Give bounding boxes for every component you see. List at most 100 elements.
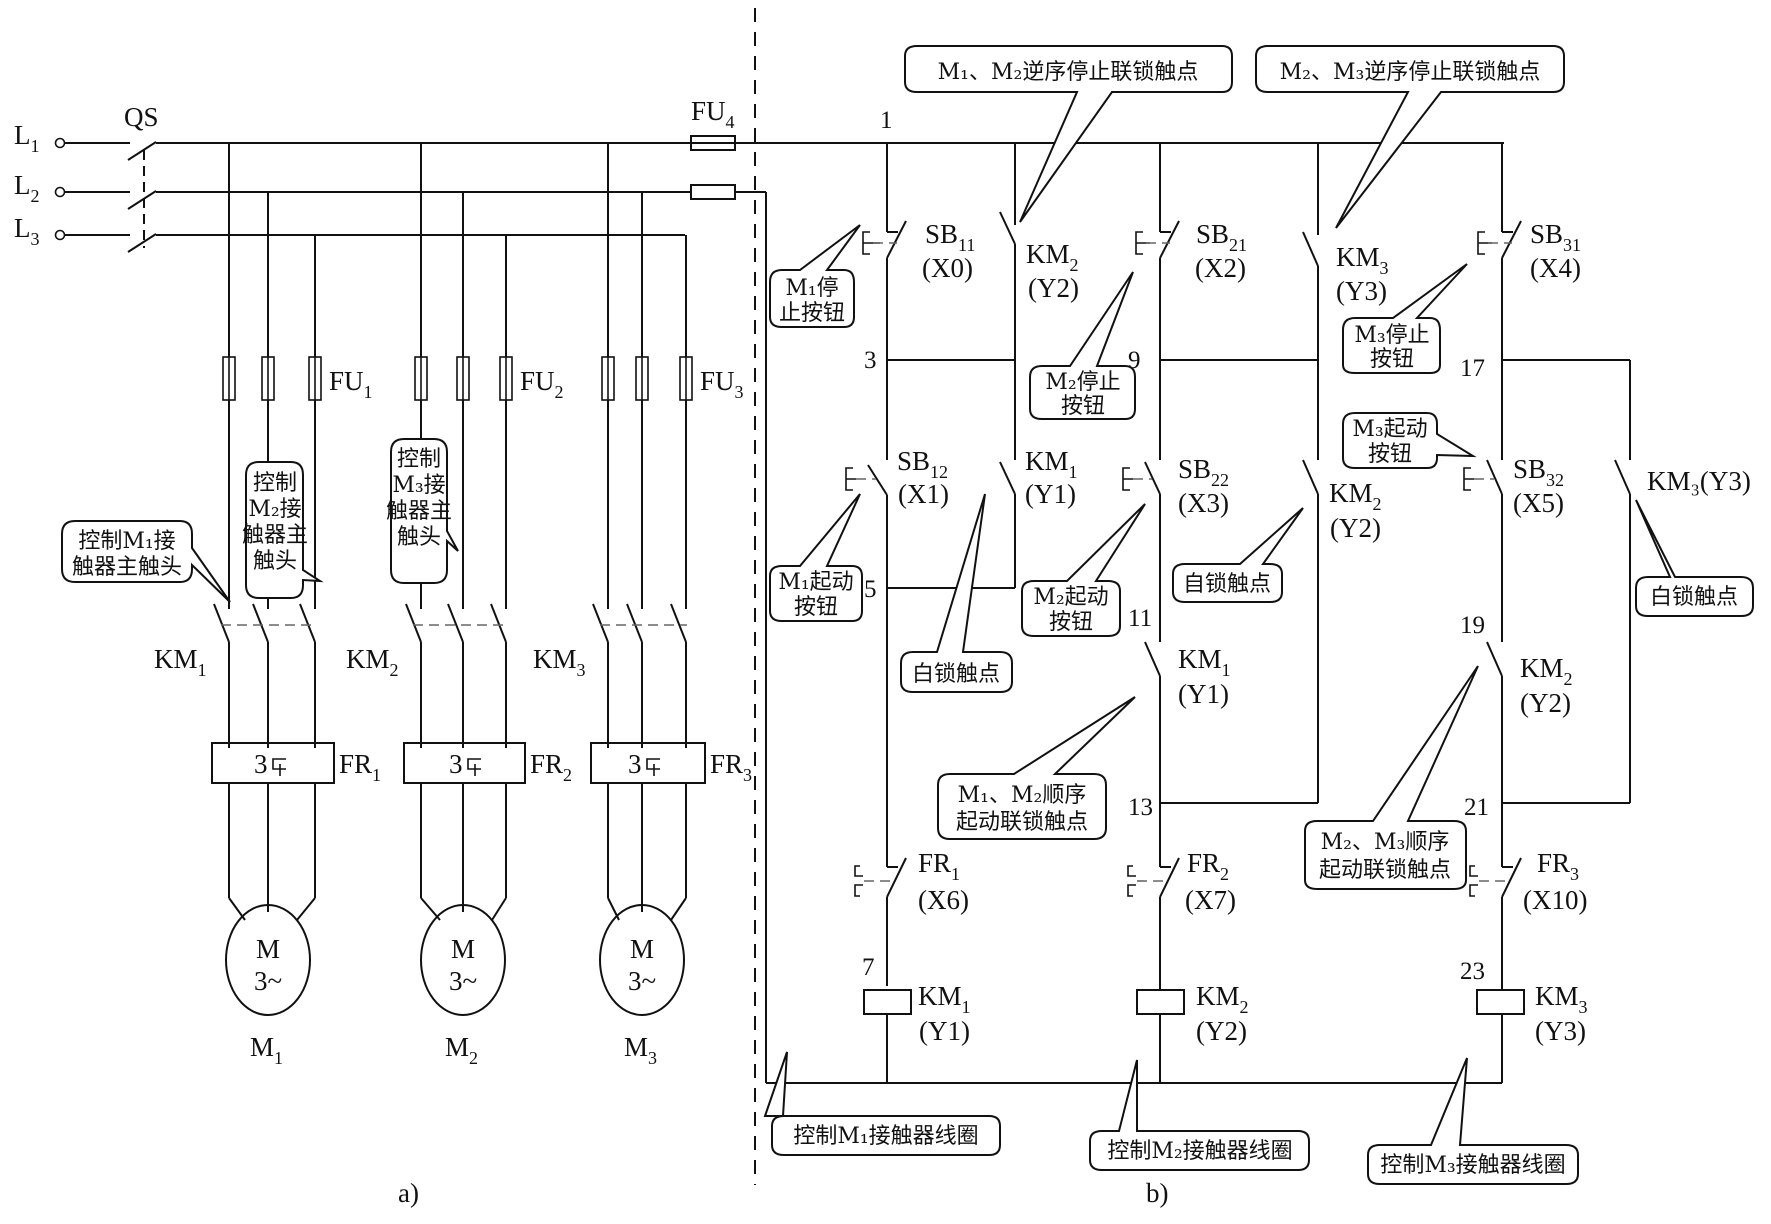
main-contact-icon (299, 603, 316, 643)
fuse-label: FU3 (700, 366, 744, 402)
svg-text:SB11: SB11 (925, 219, 975, 255)
km2-holding-contact: KM2 (Y2) (1302, 459, 1382, 543)
motor-label: M3 (624, 1032, 657, 1068)
svg-text:自锁触点: 自锁触点 (1183, 572, 1271, 597)
svg-text:SB21: SB21 (1196, 219, 1247, 255)
svg-text:起动联锁触点: 起动联锁触点 (1319, 858, 1451, 883)
svg-text:控制M₁接触器线圈: 控制M₁接触器线圈 (793, 1124, 978, 1149)
wire (491, 897, 507, 921)
terminal-icon (54, 137, 66, 149)
thermal-relay-label: FR3 (710, 749, 752, 785)
svg-text:(Y2): (Y2) (1330, 513, 1381, 543)
sb32-start-button: SB32 (X5) (1463, 454, 1564, 518)
svg-text:(Y2): (Y2) (1028, 273, 1079, 303)
node-23: 23 (1460, 958, 1485, 985)
main-contact-icon (252, 603, 269, 643)
rung-m2-parallel: KM3 (Y3) KM2 (Y2) (1160, 143, 1389, 804)
motor-type: M (256, 934, 280, 964)
terminal-icon (54, 186, 66, 198)
rung-m2: SB21 (X2) SB22 (X3) KM1 (Y1) (1122, 143, 1249, 1083)
svg-text:SB22: SB22 (1178, 454, 1229, 490)
svg-text:止按钮: 止按钮 (779, 301, 845, 326)
svg-text:M₂接: M₂接 (248, 497, 301, 522)
svg-text:SB12: SB12 (897, 446, 948, 482)
sb22-start-button: SB22 (X3) (1122, 454, 1229, 518)
thermal-relay-box (590, 742, 706, 784)
svg-text:起动联锁触点: 起动联锁触点 (956, 810, 1088, 835)
qs-label: QS (124, 102, 159, 132)
svg-text:M₂、M₃逆序停止联锁触点: M₂、M₃逆序停止联锁触点 (1280, 60, 1541, 85)
svg-text:KM3: KM3 (1535, 981, 1588, 1017)
rung-m3: SB31 (X4) SB32 (X5) KM2 (Y2) (1463, 143, 1588, 1083)
svg-text:控制: 控制 (253, 471, 297, 496)
motor-phase: 3~ (628, 966, 656, 996)
km3-coil: KM3 (Y3) (1476, 981, 1588, 1046)
svg-text:KM3: KM3 (1336, 242, 1389, 278)
svg-text:SB32: SB32 (1513, 454, 1564, 490)
thermal-element-icon (272, 758, 286, 776)
svg-text:KM2: KM2 (1329, 478, 1382, 514)
svg-text:触器主: 触器主 (386, 499, 452, 524)
km1-coil: KM1 (Y1) (863, 981, 971, 1046)
contactor-label: KM2 (346, 644, 399, 680)
node-11: 11 (1128, 605, 1152, 632)
rung-m1: SB11 (X0) SB12 (X1) FR1 (X6) (845, 143, 975, 1083)
callout-km1-coil: 控制M₁接触器线圈 (763, 1051, 1001, 1156)
node-3: 3 (864, 347, 877, 374)
callout-km2-self-lock: 自锁触点 (1172, 507, 1304, 603)
contactor-label: KM3 (533, 644, 586, 680)
svg-text:按钮: 按钮 (794, 595, 838, 620)
svg-text:(Y2): (Y2) (1520, 688, 1571, 718)
thermal-relay-label: FR1 (339, 749, 381, 785)
svg-text:KM1: KM1 (918, 981, 971, 1017)
svg-text:(Y1): (Y1) (919, 1016, 970, 1046)
wire (670, 897, 687, 921)
callout-m3-stop-button: M₃停止 按钮 (1342, 263, 1468, 374)
fuse-label: FU2 (520, 366, 564, 402)
svg-text:M₂、M₃顺序: M₂、M₃顺序 (1321, 830, 1450, 855)
fr1-overload-contact: FR1 (X6) (854, 848, 969, 915)
km2-sequence-contact: KM2 (Y2) (1486, 641, 1573, 718)
svg-text:KM2: KM2 (1026, 239, 1079, 275)
svg-text:(X6): (X6) (918, 885, 969, 915)
svg-text:控制M₁接: 控制M₁接 (78, 529, 175, 554)
callout-km3-main-contacts: 控制 M₃接 触器主 触头 (386, 438, 459, 584)
qs-switch (65, 141, 157, 253)
callout-km1-self-lock: 白锁触点 (900, 493, 1013, 693)
terminal-icon (54, 229, 66, 241)
motor-icon (225, 904, 311, 1016)
callout-m1-stop-button: M₁停 止按钮 (769, 224, 861, 328)
control-circuit: 1 3 5 7 9 11 13 17 19 21 23 SB11 (X0) (735, 45, 1754, 1208)
km3-reverse-stop-contact: KM3 (Y3) (1302, 231, 1389, 306)
wire (296, 897, 316, 921)
motor-icon (599, 904, 685, 1016)
svg-text:L1: L1 (14, 120, 40, 156)
line-terminal-l2: L2 (14, 170, 66, 206)
callout-m2-stop-button: M₂停止 按钮 (1029, 271, 1136, 420)
svg-text:按钮: 按钮 (1368, 442, 1412, 467)
callout-m1-start-button: M₁起动 按钮 (769, 493, 863, 622)
svg-text:(X4): (X4) (1530, 253, 1581, 283)
rung-m3-parallel: KM₃(Y3) (1502, 359, 1751, 804)
fr2-overload-contact: FR2 (X7) (1127, 848, 1236, 915)
svg-text:M₁起动: M₁起动 (778, 570, 853, 595)
svg-text:(X5): (X5) (1513, 488, 1564, 518)
motor-label: M2 (445, 1032, 478, 1068)
motor-type: M (451, 934, 475, 964)
svg-text:M₂停止: M₂停止 (1045, 370, 1120, 395)
line-terminal-l3: L3 (14, 213, 66, 249)
callout-m2-start-button: M₂起动 按钮 (1021, 503, 1146, 637)
svg-text:白锁触点: 白锁触点 (1650, 585, 1738, 610)
main-contact-icon (490, 603, 507, 643)
sb21-stop-button: SB21 (X2) (1135, 219, 1247, 283)
thermal-element-icon (646, 758, 660, 776)
callout-km2-main-contacts: 控制 M₂接 触器主 触头 (242, 461, 324, 599)
main-contact-icon (670, 603, 687, 643)
thermal-relay-label: FR2 (530, 749, 572, 785)
fuse-label: FU1 (329, 366, 373, 402)
